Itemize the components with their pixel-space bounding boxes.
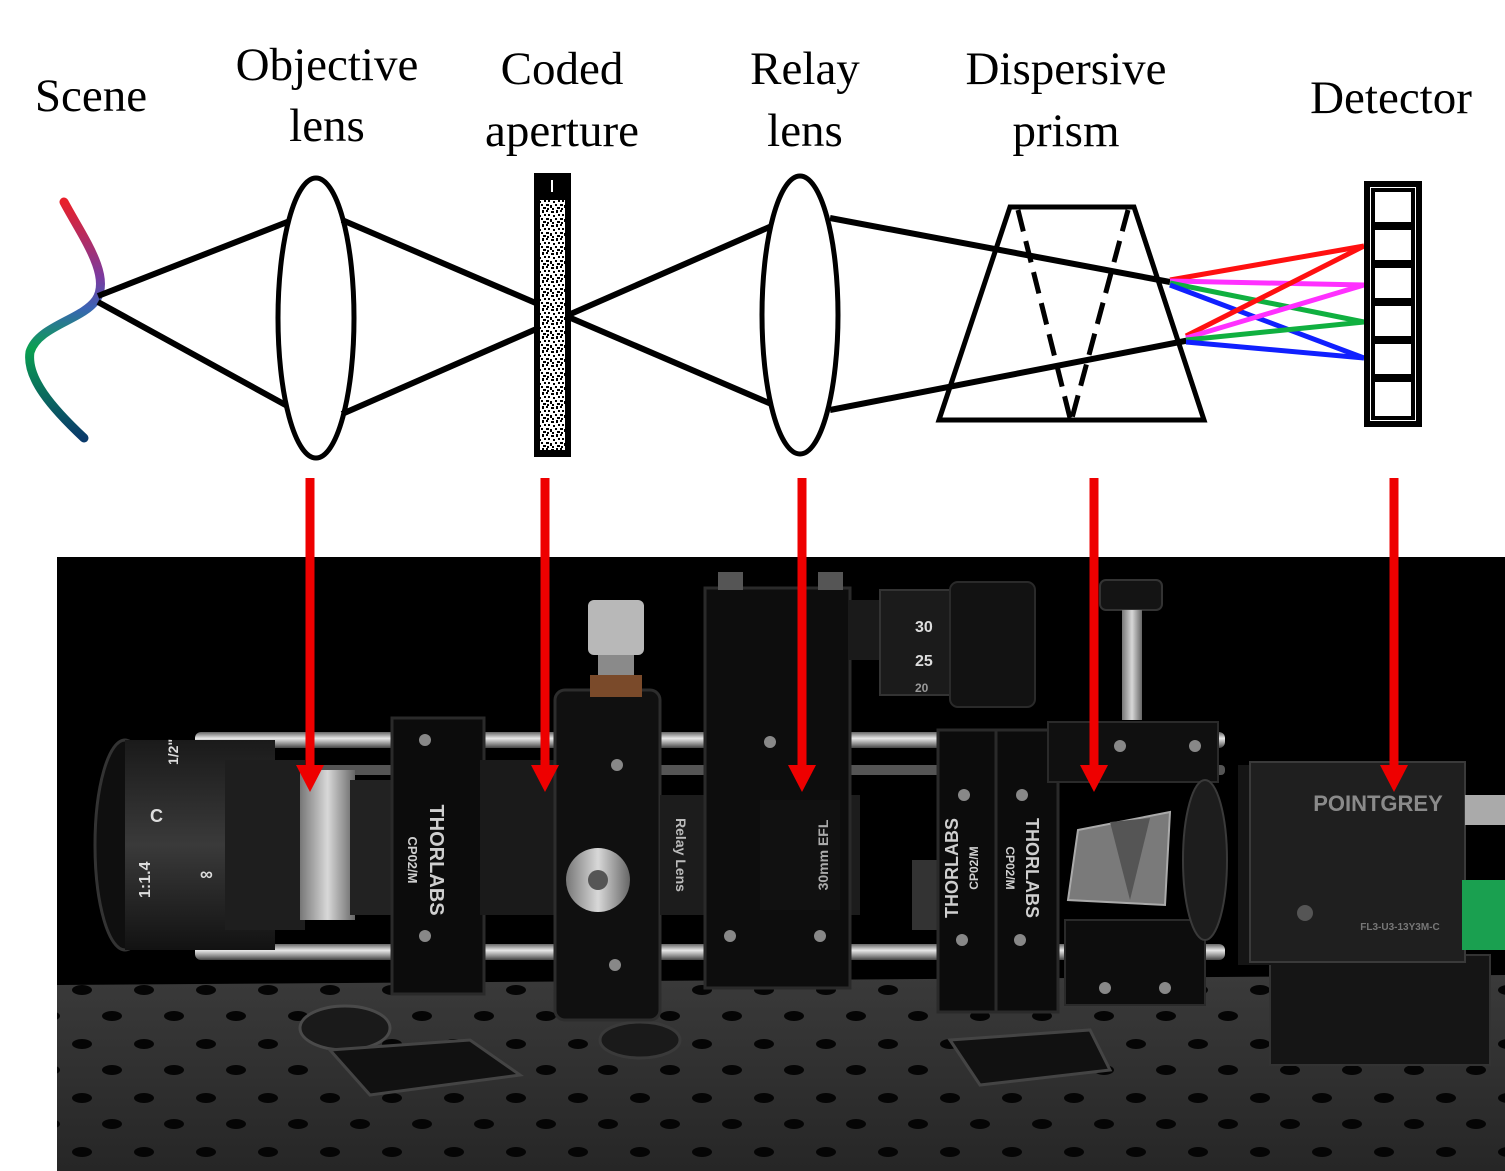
dispersive-prism-shape — [935, 204, 1208, 423]
photo-relay-lens: Relay Lens 30mm EFL 30 25 20 — [660, 572, 1036, 990]
coded-aperture-shape — [534, 173, 571, 457]
label-relay-line1: Relay — [750, 43, 860, 95]
micrometer-25: 25 — [915, 653, 933, 670]
arrow-objective — [296, 478, 324, 792]
lens-half-mark: 1/2" — [165, 739, 181, 765]
photo-aperture-mount — [480, 600, 662, 1022]
relay-lens-shape — [759, 173, 841, 457]
camera-brand: POINTGREY — [1313, 791, 1443, 816]
label-prism-line2: prism — [1012, 105, 1119, 157]
label-detector: Detector — [1310, 72, 1472, 124]
label-coded-line2: aperture — [485, 105, 639, 157]
spectral-rays — [1169, 243, 1366, 361]
lens-c-mark: C — [150, 806, 163, 826]
plate-1-model: CP02/M — [405, 837, 420, 884]
plate-2-brand: THORLABS — [942, 818, 962, 918]
objective-lens-shape — [275, 175, 357, 461]
rays-relay-prism — [829, 215, 1191, 413]
lens-fnum-mark: 1:1.4 — [137, 861, 154, 898]
table-bolt — [298, 1004, 392, 1052]
arrow-detector — [1380, 478, 1408, 792]
photo-camera: POINTGREY FL3-U3-13Y3M-C — [1238, 761, 1505, 965]
photo-cage-plate-2: THORLABS CP02/M — [912, 728, 1002, 1014]
label-objective-line1: Objective — [236, 39, 419, 91]
photo-prism-holder — [1047, 579, 1228, 1006]
relay-lens-text: 30mm EFL — [815, 819, 831, 890]
arrow-prism — [1080, 478, 1108, 792]
label-prism-line1: Dispersive — [965, 43, 1166, 95]
photo-cage-plate-3: THORLABS CP02/M — [994, 728, 1060, 1014]
micrometer-30: 30 — [915, 619, 933, 636]
rays-scene-objective — [96, 214, 304, 417]
label-objective-line2: lens — [289, 100, 365, 152]
relay-body-text: Relay Lens — [673, 818, 689, 892]
plate-2-model: CP02/M — [967, 846, 981, 889]
micrometer-20: 20 — [915, 681, 929, 695]
label-scene: Scene — [35, 70, 147, 122]
pointer-arrows — [296, 478, 1408, 792]
label-coded-line1: Coded — [501, 43, 624, 95]
arrow-relay — [788, 478, 816, 792]
photo-cage-plate-1: THORLABS CP02/M — [390, 716, 486, 996]
label-relay-line2: lens — [767, 105, 843, 157]
detector-shape — [1364, 181, 1422, 427]
plate-3-model: CP02/M — [1003, 846, 1017, 889]
camera-model: FL3-U3-13Y3M-C — [1360, 922, 1439, 933]
photo-panel: C 1:1.4 1/2" ∞ THORLABS CP02/M — [57, 557, 1505, 1171]
plate-3-brand: THORLABS — [1022, 818, 1042, 918]
scene-curve — [25, 197, 106, 443]
lens-inf-mark: ∞ — [200, 864, 213, 884]
plate-1-brand: THORLABS — [425, 804, 447, 915]
table-bolt — [598, 1020, 682, 1060]
photo-objective-lens: C 1:1.4 1/2" ∞ — [93, 738, 400, 952]
arrow-coded-aperture — [531, 478, 559, 792]
